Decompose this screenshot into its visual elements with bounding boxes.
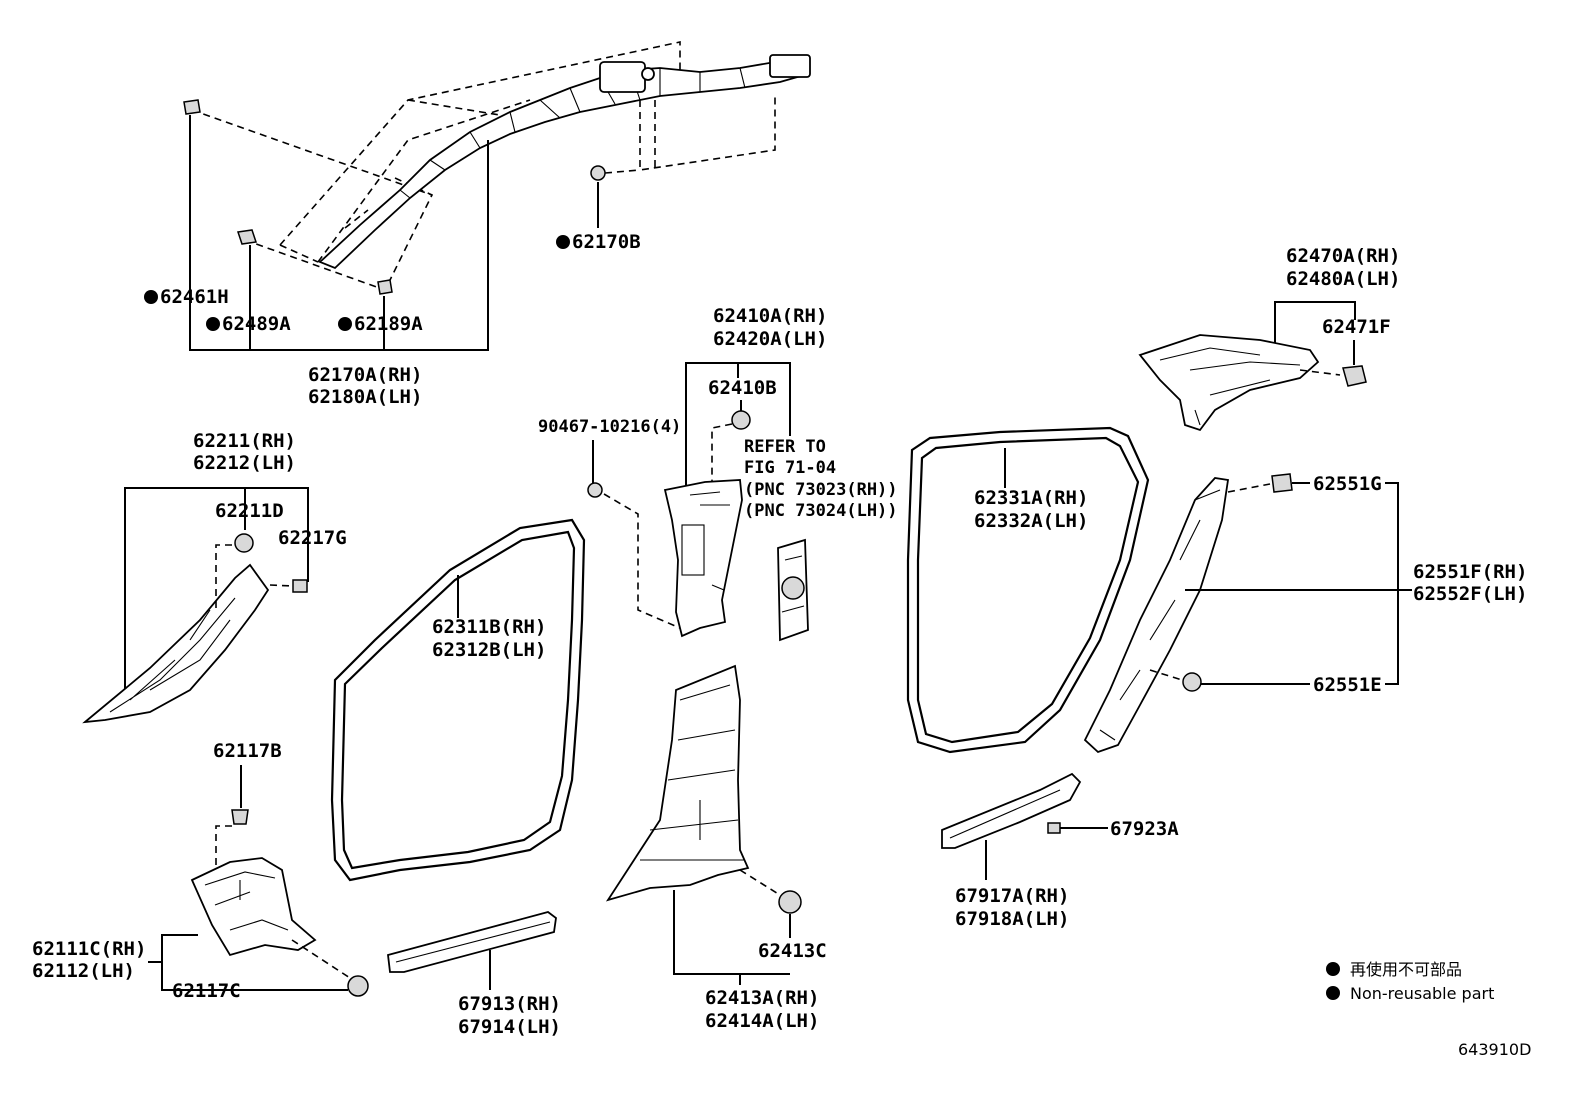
bolt-90467-icon [587, 482, 603, 498]
label-62461H: 62461H [160, 286, 229, 308]
label-62332A-lh: 62332A(LH) [974, 510, 1088, 532]
label-62331A-rh: 62331A(RH) [974, 487, 1088, 509]
label-62212-lh: 62212(LH) [193, 452, 296, 474]
non-reusable-dot [206, 317, 220, 331]
clip-62413C-icon [778, 890, 802, 914]
label-62117C: 62117C [172, 980, 241, 1002]
refer-line-4: (PNC 73024(LH)) [744, 501, 898, 521]
clip-67923A-icon [1047, 822, 1061, 834]
label-62410A-rh: 62410A(RH) [713, 305, 827, 327]
roof-side-rail-assembly [191, 41, 811, 291]
label-67923A: 67923A [1110, 818, 1179, 840]
front-door-weatherstrip [330, 518, 586, 882]
non-reusable-dot [338, 317, 352, 331]
legend-jp: 再使用不可部品 [1350, 960, 1462, 979]
legend: 再使用不可部品 Non-reusable part [1326, 960, 1494, 1003]
label-62414A-lh: 62414A(LH) [705, 1010, 819, 1032]
label-62413A-rh: 62413A(RH) [705, 987, 819, 1009]
label-62111C-rh: 62111C(RH) [32, 938, 146, 960]
label-67918A-lh: 67918A(LH) [955, 908, 1069, 930]
clip-62551G-icon [1271, 473, 1293, 493]
rear-door-weatherstrip [906, 426, 1150, 754]
label-62312B-lh: 62312B(LH) [432, 639, 546, 661]
rear-pillar-garnish [1083, 477, 1230, 754]
label-90467: 90467-10216(4) [538, 417, 681, 437]
label-62413C: 62413C [758, 940, 827, 962]
front-scuff-plate [387, 911, 557, 973]
label-62189A: 62189A [354, 313, 423, 335]
bolt-62170B-icon [590, 165, 641, 181]
legend-dot [1326, 962, 1340, 976]
clip-62211D-icon [234, 533, 254, 553]
quarter-trim-upper [1138, 334, 1320, 432]
legend-dot [1326, 986, 1340, 1000]
clip-62189A-icon [377, 279, 393, 295]
center-pillar-upper-garnish [663, 479, 743, 638]
label-67917A-rh: 67917A(RH) [955, 885, 1069, 907]
rear-scuff-plate [941, 772, 1082, 849]
clip-62410B-icon [731, 410, 751, 430]
label-62410B: 62410B [708, 377, 777, 399]
clip-62217G-icon [292, 579, 308, 593]
refer-line-1: REFER TO [744, 437, 826, 457]
a-pillar-garnish [82, 563, 270, 724]
label-62552F-lh: 62552F(LH) [1413, 583, 1527, 605]
clip-62117B-icon [231, 809, 249, 825]
label-62180A-lh: 62180A(LH) [308, 386, 422, 408]
label-62211D: 62211D [215, 500, 284, 522]
clip-62471F-icon [1342, 365, 1367, 387]
label-62170B: 62170B [572, 231, 641, 253]
non-reusable-dot [144, 290, 158, 304]
label-67913-rh: 67913(RH) [458, 993, 561, 1015]
clip-62551E-icon [1182, 672, 1202, 692]
label-62211-rh: 62211(RH) [193, 430, 296, 452]
label-67914-lh: 67914(LH) [458, 1016, 561, 1038]
seat-belt-anchor [777, 538, 809, 642]
refer-line-2: FIG 71-04 [744, 458, 836, 478]
figure-number: 643910D [1458, 1040, 1531, 1059]
label-62471F: 62471F [1322, 316, 1391, 338]
label-62170A-rh: 62170A(RH) [308, 364, 422, 386]
clip-62489A-icon [237, 229, 257, 245]
label-62489A: 62489A [222, 313, 291, 335]
label-62480A-lh: 62480A(LH) [1286, 268, 1400, 290]
label-62217G: 62217G [278, 527, 347, 549]
clip-62117C-icon [347, 975, 369, 997]
clip-62461H-icon [183, 99, 201, 115]
legend-en: Non-reusable part [1350, 984, 1494, 1003]
label-62420A-lh: 62420A(LH) [713, 328, 827, 350]
label-62112-lh: 62112(LH) [32, 960, 135, 982]
center-pillar-lower-garnish [605, 664, 750, 902]
label-62470A-rh: 62470A(RH) [1286, 245, 1400, 267]
label-62551E: 62551E [1313, 674, 1382, 696]
non-reusable-dot [556, 235, 570, 249]
label-62551F-rh: 62551F(RH) [1413, 561, 1527, 583]
label-62311B-rh: 62311B(RH) [432, 616, 546, 638]
label-62551G: 62551G [1313, 473, 1382, 495]
refer-line-3: (PNC 73023(RH)) [744, 480, 898, 500]
label-62117B: 62117B [213, 740, 282, 762]
cowl-side-trim [190, 857, 317, 957]
